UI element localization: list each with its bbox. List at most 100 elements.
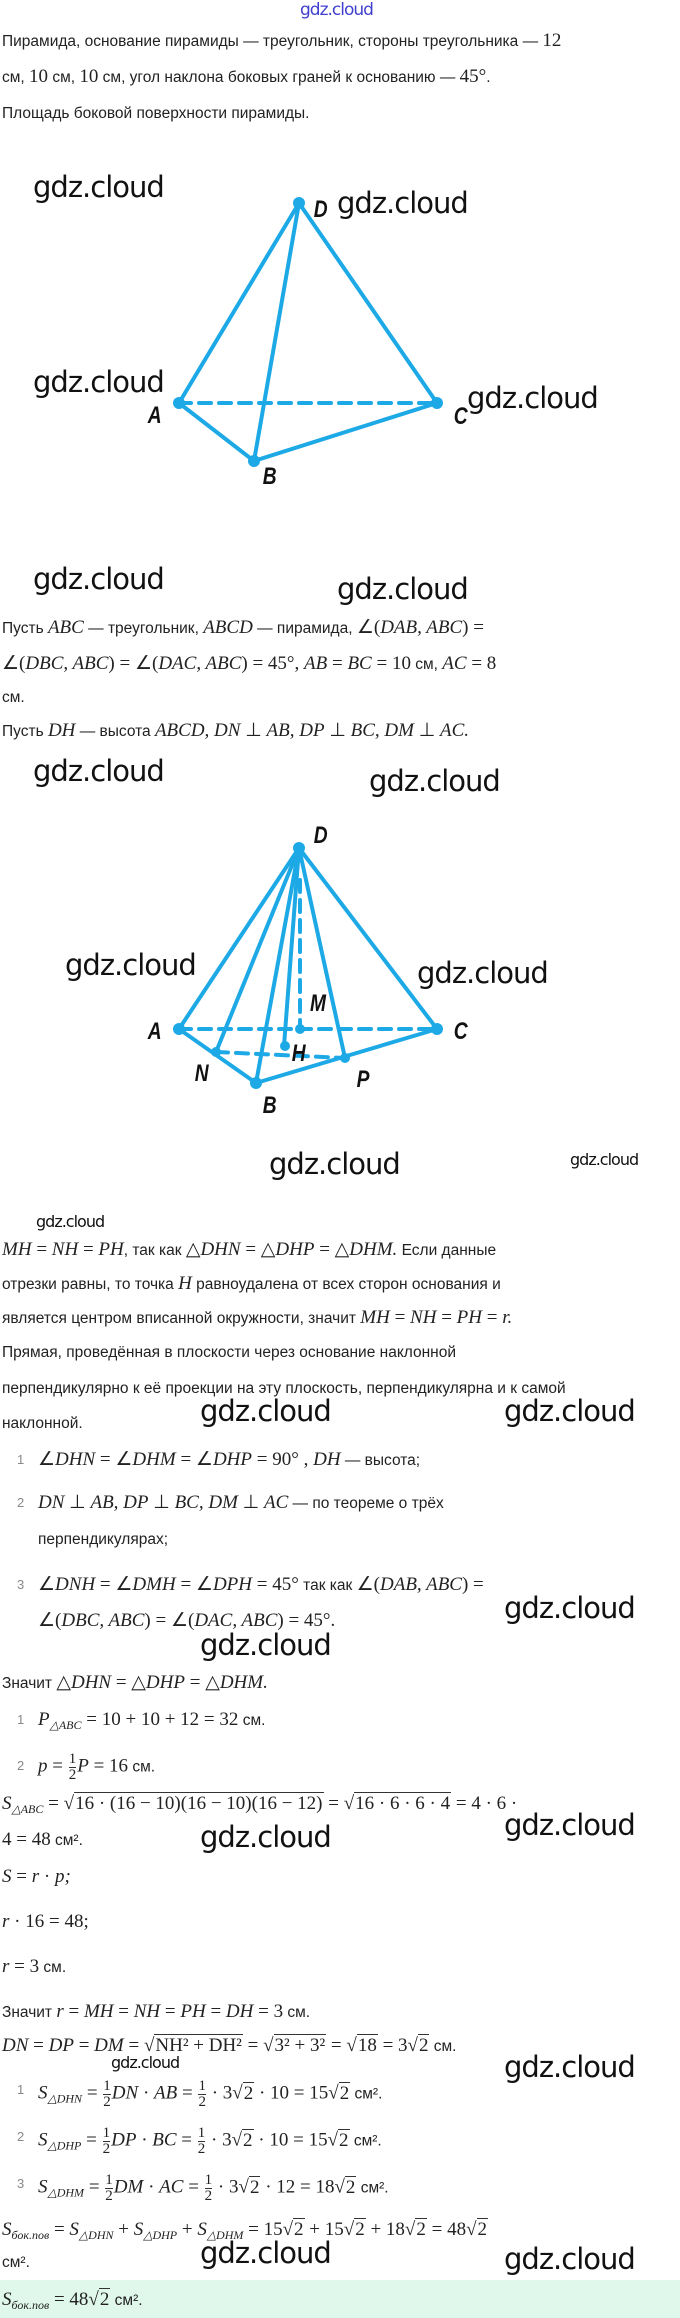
vertex-b: [248, 455, 260, 467]
answer-box: Sбок.пов = 48√2 см².: [0, 2280, 680, 2318]
math-run: =: [49, 2219, 70, 2240]
watermark: gdz.cloud: [200, 1820, 332, 1854]
math-run: ·: [138, 2082, 155, 2104]
math-run: p: [38, 1755, 48, 1777]
math-run: · 10 = 15: [253, 2129, 328, 2151]
math-run: ·: [136, 2129, 153, 2151]
watermark: gdz.cloud: [33, 754, 165, 788]
math-run: BC: [347, 653, 372, 674]
vertex-a: [173, 1023, 185, 1035]
given-line: ∠(DBC, ABC) = ∠(DAC, ABC) = 45°, AB = BC…: [2, 652, 496, 677]
edge-bc: [252, 401, 439, 463]
subscript: △DHM: [47, 2185, 85, 2200]
square-root: √2: [343, 2218, 366, 2240]
label-p: P: [356, 1066, 370, 1093]
math-run: AC: [159, 2176, 184, 2198]
math-run: = ∠: [175, 1449, 213, 1470]
math-run: =: [327, 653, 348, 674]
square-root: √2: [238, 2175, 261, 2198]
subscript: △DHP: [143, 2228, 178, 2242]
label-b: B: [262, 463, 277, 490]
math-run: S: [69, 2219, 79, 2240]
math-run: AB: [304, 653, 328, 674]
list-number: 2: [17, 2129, 25, 2144]
label-n: N: [194, 1060, 209, 1087]
math-run: DN: [111, 2082, 139, 2104]
calc-line: r = 3 см.: [2, 1955, 66, 1980]
reasoning-line: Прямая, проведённая в плоскости через ос…: [2, 1341, 456, 1365]
math-run: S: [38, 2176, 48, 2198]
math-run: ABCD, DN: [154, 720, 241, 741]
text-run: перпендикулярах;: [38, 1531, 169, 1548]
text-run: см.: [429, 2038, 457, 2055]
math-run: ∠: [38, 1449, 56, 1470]
math-run: =: [482, 1307, 503, 1328]
math-run: ⊥: [240, 720, 267, 741]
text-run: см.: [2, 689, 25, 706]
math-run: PH: [456, 1307, 482, 1328]
reasoning-line: наклонной.: [2, 1412, 83, 1436]
math-run: DP: [48, 2035, 74, 2056]
math-run: p;: [54, 1866, 71, 1887]
given-line: см.: [2, 686, 25, 710]
math-run: ) =: [462, 617, 484, 638]
math-run: =: [47, 1755, 68, 1777]
calc-line: S△ABC = √16 · (16 − 10)(16 − 10)(16 − 12…: [2, 1792, 517, 1821]
math-run: S: [2, 1793, 12, 1814]
math-run: S: [2, 2289, 12, 2310]
math-run: = 48: [426, 2219, 467, 2240]
math-run: S: [2, 1866, 12, 1887]
math-run: DH: [313, 1449, 341, 1470]
square-root: √2: [282, 2218, 305, 2240]
calc-line: r · 16 = 48;: [2, 1910, 89, 1935]
text-run: наклонной.: [2, 1415, 83, 1432]
math-run: ) =: [461, 1574, 484, 1595]
math-run: DN: [38, 1492, 65, 1513]
problem-line: Площадь боковой поверхности пирамиды.: [2, 102, 309, 126]
math-run: S: [133, 2219, 144, 2240]
math-run: ) = 45°,: [241, 653, 305, 674]
math-run: DHM.: [349, 1239, 398, 1260]
square-root: √2: [231, 2128, 254, 2151]
math-run: = △: [184, 1672, 220, 1693]
math-run: DHM: [132, 1449, 176, 1470]
text-run: отрезки равны, то точка: [2, 1276, 179, 1293]
problem-line: Пирамида, основание пирамиды — треугольн…: [2, 29, 561, 54]
math-run: =: [123, 2035, 144, 2056]
math-run: ·: [39, 1866, 55, 1887]
math-run: ∠(: [356, 1574, 380, 1595]
list-item-line: ∠DHN = ∠DHM = ∠DHP = 90° , DH — высота;: [38, 1448, 420, 1473]
square-root: √16 · 6 · 6 · 4: [343, 1792, 452, 1814]
list-number: 2: [17, 1495, 25, 1510]
math-run: r: [56, 2001, 64, 2022]
text-run: Значит: [2, 2004, 57, 2021]
math-run: DH: [47, 720, 76, 741]
calc-line: DN = DP = DM = √NH² + DH² = √3² + 3² = √…: [2, 2034, 457, 2059]
list-item-line: перпендикулярах;: [38, 1528, 168, 1552]
math-run: =: [183, 2176, 204, 2198]
math-run: ⊥: [148, 1492, 175, 1513]
list-number: 1: [17, 2082, 25, 2097]
math-run: =: [73, 2035, 95, 2056]
watermark: gdz.cloud: [504, 1591, 636, 1625]
math-run: AC.: [440, 720, 470, 741]
label-h: H: [291, 1040, 306, 1067]
math-run: · 10 = 15: [254, 2082, 329, 2104]
watermark: gdz.cloud: [111, 2053, 180, 2072]
text-run: см².: [50, 1832, 83, 1849]
subscript: △DHP: [47, 2138, 82, 2153]
label-d: D: [313, 196, 328, 223]
math-run: S: [38, 2082, 48, 2104]
math-run: = △: [314, 1239, 350, 1260]
math-run: = ∠: [95, 1574, 133, 1595]
reasoning-line: является центром вписанной окружности, з…: [2, 1306, 512, 1331]
math-run: BC: [152, 2129, 177, 2151]
subscript: △ABC: [11, 1802, 44, 1816]
text-run: см,: [48, 69, 80, 86]
math-run: DN: [2, 2035, 29, 2056]
